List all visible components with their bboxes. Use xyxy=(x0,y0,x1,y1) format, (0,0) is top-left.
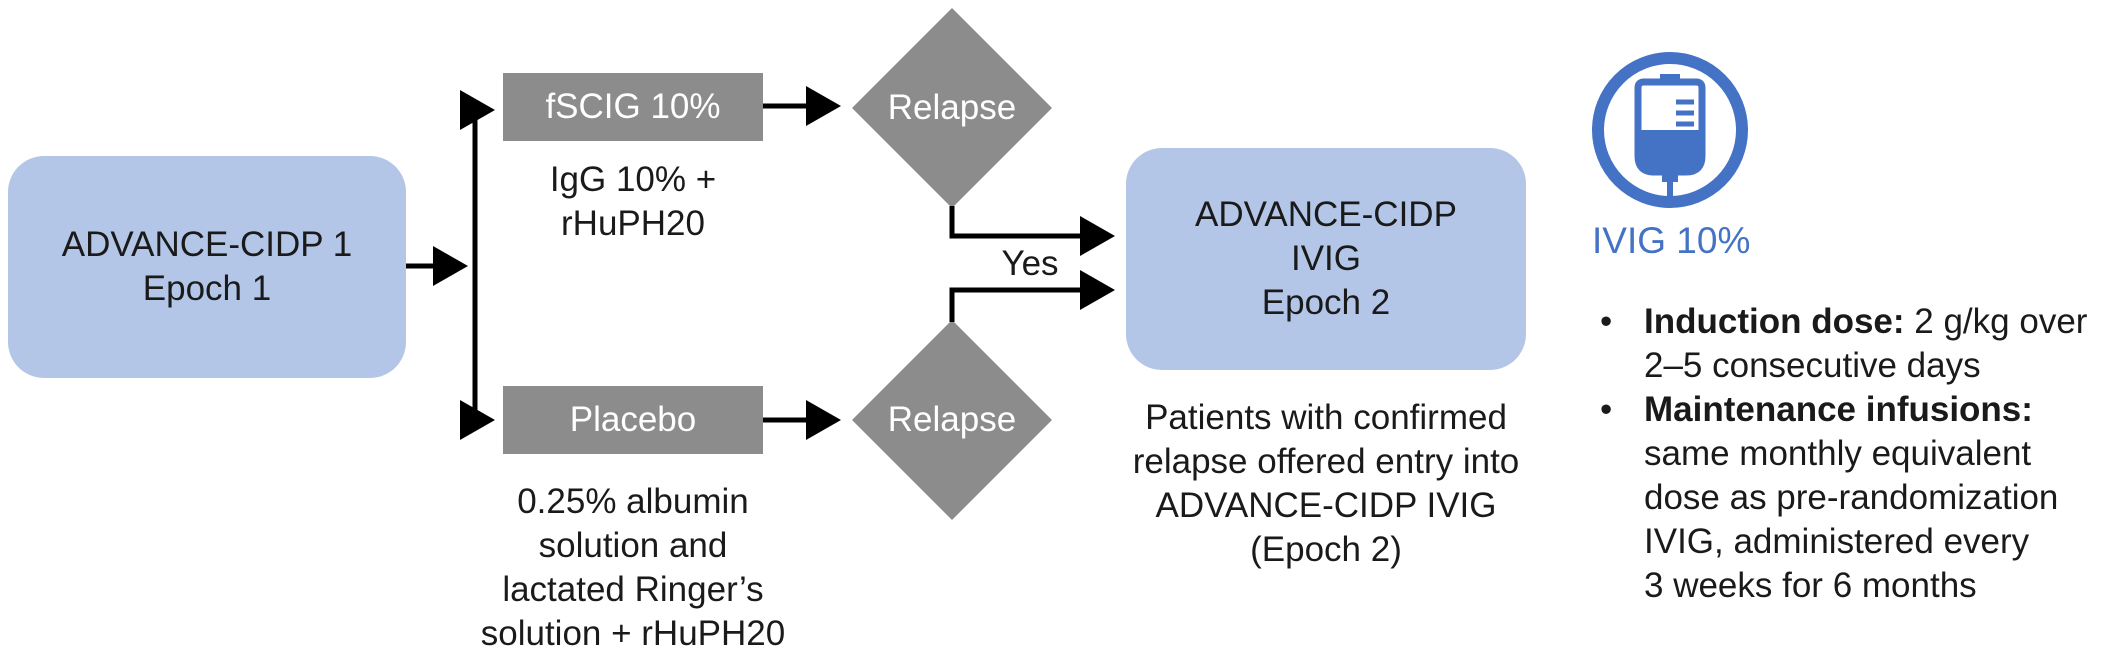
bullet-induction-bold: Induction dose: xyxy=(1644,302,1905,341)
connector-relapse-bottom-epoch2 xyxy=(949,270,1115,322)
bullet-maintenance-line-2: dose as pre-randomization xyxy=(1644,478,2059,517)
start-node-line-1: ADVANCE-CIDP 1 xyxy=(61,225,353,264)
epoch2-node-line-3: Epoch 2 xyxy=(1261,283,1391,322)
bullet-induction-full: 2 g/kg over 2–5 consecutive days xyxy=(0,0,15,1)
bullet-dot: • xyxy=(1600,302,1613,341)
start-node: ADVANCE-CIDP 1 Epoch 1 xyxy=(8,156,406,378)
relapse-bottom-label: Relapse xyxy=(887,400,1017,439)
placebo-desc-line-1: 0.25% albumin xyxy=(517,482,749,521)
relapse-top-label: Relapse xyxy=(887,88,1017,127)
placebo-node-label: Placebo xyxy=(569,400,697,439)
epoch2-node: ADVANCE-CIDP IVIG Epoch 2 xyxy=(1126,148,1526,370)
dosing-bullet-list: • Induction dose: 2 g/kg over 2–5 consec… xyxy=(1592,300,2122,608)
icon-label: IVIG 10% xyxy=(1592,220,1751,261)
relapse-bottom-diamond xyxy=(852,320,1052,520)
fscig-node: fSCIG 10% xyxy=(503,73,763,141)
relapse-top-diamond xyxy=(852,8,1052,208)
connector-relapse-top-epoch2 xyxy=(949,206,1115,256)
epoch2-desc-line-1: Patients with confirmed xyxy=(1145,398,1507,437)
fscig-desc-line-2: rHuPH20 xyxy=(561,204,705,243)
placebo-desc-line-4: solution + rHuPH20 xyxy=(480,614,786,653)
start-node-line-2: Epoch 1 xyxy=(142,269,272,308)
yes-label: Yes xyxy=(1001,244,1059,283)
placebo-desc-line-3: lactated Ringer’s xyxy=(502,570,764,609)
epoch2-desc-line-2: relapse offered entry into xyxy=(1132,442,1520,481)
bullet-induction-rest: 2 g/kg over xyxy=(1914,302,2088,341)
bullet-maintenance-line-1: same monthly equivalent xyxy=(1644,434,2032,473)
bullet-maintenance: • Maintenance infusions: same monthly eq… xyxy=(1592,388,2122,608)
bullet-induction-line-2: 2–5 consecutive days xyxy=(1644,346,1981,385)
placebo-desc-line-2: solution and xyxy=(538,526,728,565)
fscig-node-label: fSCIG 10% xyxy=(545,87,721,126)
placebo-description: 0.25% albumin solution and lactated Ring… xyxy=(453,480,813,656)
bullet-dot: • xyxy=(1600,390,1613,429)
epoch2-desc-line-4: (Epoch 2) xyxy=(1250,530,1402,569)
placebo-node: Placebo xyxy=(503,386,763,454)
bullet-induction: • Induction dose: 2 g/kg over 2–5 consec… xyxy=(1592,300,2122,388)
fscig-desc-line-1: IgG 10% + xyxy=(549,160,717,199)
iv-bag-icon xyxy=(1592,52,1748,208)
epoch2-desc-line-3: ADVANCE-CIDP IVIG xyxy=(1155,486,1497,525)
fscig-description: IgG 10% + rHuPH20 xyxy=(483,158,783,246)
bullet-maintenance-line-4: 3 weeks for 6 months xyxy=(1644,566,1977,605)
bullet-induction-line-1: Induction dose: 2 g/kg over xyxy=(1644,302,2087,341)
bullet-maintenance-bold: Maintenance infusions: xyxy=(1644,390,2033,429)
epoch2-description: Patients with confirmed relapse offered … xyxy=(1106,396,1546,572)
bullet-maintenance-line-3: IVIG, administered every xyxy=(1644,522,2030,561)
epoch2-node-line-2: IVIG xyxy=(1290,239,1361,278)
epoch2-node-line-1: ADVANCE-CIDP xyxy=(1195,195,1457,234)
